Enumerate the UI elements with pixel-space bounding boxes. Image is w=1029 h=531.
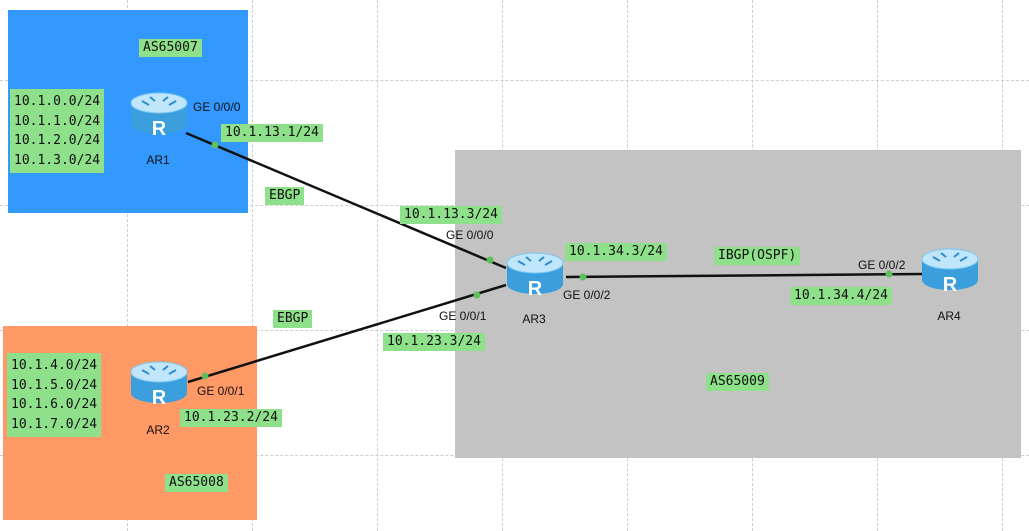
router-icon[interactable]: R xyxy=(128,89,190,139)
port-dot xyxy=(486,256,494,264)
ar1-ip-label: 10.1.13.1/24 xyxy=(221,124,323,142)
link-type-label-ebgp: EBGP xyxy=(273,310,313,328)
ar2-network-list: 10.1.4.0/24 10.1.5.0/24 10.1.6.0/24 10.1… xyxy=(7,353,102,437)
network-item: 10.1.1.0/24 xyxy=(14,113,101,129)
router-glyph: R xyxy=(152,118,167,139)
port-dot xyxy=(885,270,893,278)
grid-line xyxy=(252,0,253,531)
link-type-label-ibgp: IBGP(OSPF) xyxy=(714,247,801,265)
network-item: 10.1.7.0/24 xyxy=(11,416,98,432)
ar2-name: AR2 xyxy=(146,423,170,437)
grid-line xyxy=(0,80,1029,81)
as65009-area[interactable] xyxy=(455,150,1021,458)
port-dot xyxy=(579,273,587,281)
link-ar1-ar3[interactable] xyxy=(185,131,507,270)
ar4-port-label: GE 0/0/2 xyxy=(858,258,906,272)
router-glyph: R xyxy=(152,387,167,408)
ar3-port-label-g2: GE 0/0/2 xyxy=(563,288,611,302)
ar4-name: AR4 xyxy=(937,309,961,323)
link-ar2-ar3[interactable] xyxy=(187,283,507,384)
network-item: 10.1.6.0/24 xyxy=(11,397,98,412)
router-glyph: R xyxy=(943,274,958,295)
router-icon[interactable]: R xyxy=(128,358,190,408)
port-dot xyxy=(201,372,209,380)
as65009-label: AS65009 xyxy=(706,373,769,391)
ar1-name: AR1 xyxy=(146,153,170,167)
network-item: 10.1.0.0/24 xyxy=(14,94,101,109)
router-icon[interactable]: R xyxy=(919,245,981,295)
ar4-ip-label: 10.1.34.4/24 xyxy=(790,287,892,305)
grid-line xyxy=(377,0,378,531)
ar1-port-label: GE 0/0/0 xyxy=(193,100,241,114)
ar1-network-list: 10.1.0.0/24 10.1.1.0/24 10.1.2.0/24 10.1… xyxy=(10,89,105,173)
ar3-port-label-g1: GE 0/0/1 xyxy=(439,309,487,323)
ar3-ip-label-13: 10.1.13.3/24 xyxy=(400,206,502,224)
ar3-ip-label-34: 10.1.34.3/24 xyxy=(565,243,667,261)
ar3-ip-label-23: 10.1.23.3/24 xyxy=(383,333,485,351)
router-glyph: R xyxy=(528,278,543,299)
grid-line xyxy=(127,0,128,531)
router-icon[interactable]: R xyxy=(504,249,566,299)
as65008-label: AS65008 xyxy=(165,474,228,492)
ar3-name: AR3 xyxy=(522,312,546,326)
ar2-ip-label: 10.1.23.2/24 xyxy=(180,409,282,427)
ar2-port-label: GE 0/0/1 xyxy=(197,384,245,398)
network-item: 10.1.5.0/24 xyxy=(11,377,98,393)
port-dot xyxy=(211,141,219,149)
network-item: 10.1.3.0/24 xyxy=(14,152,101,168)
as65007-label: AS65007 xyxy=(139,39,202,57)
network-item: 10.1.4.0/24 xyxy=(11,358,98,373)
link-type-label-ebgp: EBGP xyxy=(265,187,305,205)
link-ar3-ar4[interactable] xyxy=(565,272,926,279)
port-dot xyxy=(473,291,481,299)
network-item: 10.1.2.0/24 xyxy=(14,133,101,148)
ar3-port-label-g0: GE 0/0/0 xyxy=(446,228,494,242)
